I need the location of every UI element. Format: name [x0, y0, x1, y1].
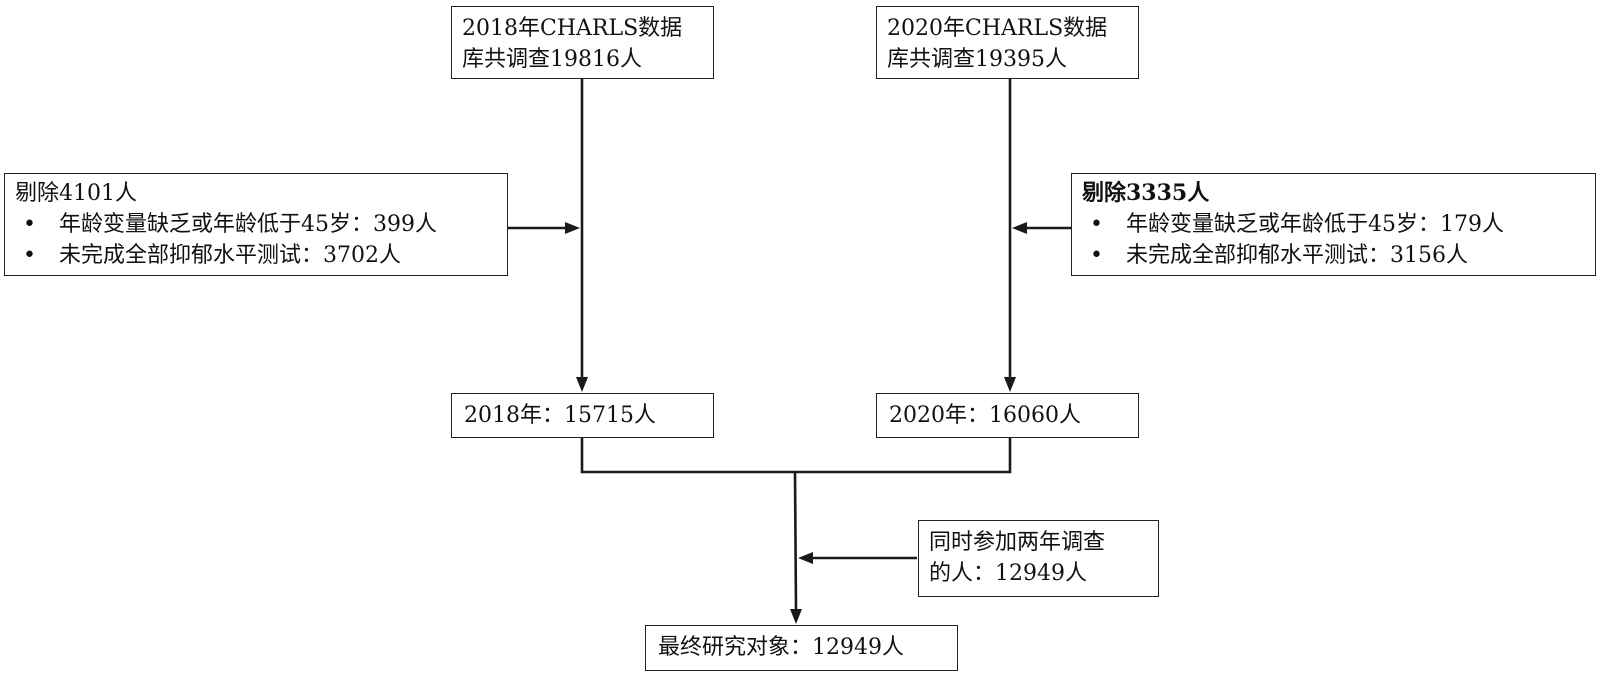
exclude-2020-item: • 年龄变量缺乏或年龄低于45岁：179人 — [1082, 209, 1585, 240]
arrowhead-final-down — [790, 609, 802, 624]
source-2020-box: 2020年CHARLS数据 库共调查19395人 — [876, 6, 1139, 79]
both-years-box: 同时参加两年调查 的人：12949人 — [918, 520, 1159, 597]
exclude-2018-item: • 年龄变量缺乏或年龄低于45岁：399人 — [15, 209, 497, 240]
source-2018-box: 2018年CHARLS数据 库共调查19816人 — [451, 6, 714, 79]
remain-2018-text: 2018年：15715人 — [464, 403, 656, 428]
arrowhead-2018-down — [576, 377, 588, 392]
exclude-2018-item-text: 未完成全部抑郁水平测试：3702人 — [59, 243, 401, 268]
source-2018-line2: 库共调查19816人 — [462, 47, 642, 72]
exclude-2020-item-text: 年龄变量缺乏或年龄低于45岁：179人 — [1126, 212, 1504, 237]
exclude-2018-item: • 未完成全部抑郁水平测试：3702人 — [15, 240, 497, 271]
exclude-2020-item: • 未完成全部抑郁水平测试：3156人 — [1082, 240, 1585, 271]
exclude-2018-item-text: 年龄变量缺乏或年龄低于45岁：399人 — [59, 212, 437, 237]
both-years-line2: 的人：12949人 — [929, 561, 1087, 586]
arrowhead-exclude-2020 — [1012, 222, 1027, 234]
exclude-2018-box: 剔除4101人 • 年龄变量缺乏或年龄低于45岁：399人 • 未完成全部抑郁水… — [4, 173, 508, 276]
remain-2020-box: 2020年：16060人 — [876, 393, 1139, 438]
arrowhead-exclude-2018 — [565, 222, 580, 234]
both-years-line1: 同时参加两年调查 — [929, 530, 1106, 555]
arrowhead-both — [798, 552, 813, 564]
exclude-2020-box: 剔除3335人 • 年龄变量缺乏或年龄低于45岁：179人 • 未完成全部抑郁水… — [1071, 173, 1596, 276]
remain-2018-box: 2018年：15715人 — [451, 393, 714, 438]
bullet-icon: • — [1090, 212, 1103, 237]
arrowhead-2020-down — [1004, 377, 1016, 392]
bullet-icon: • — [23, 212, 36, 237]
final-text: 最终研究对象：12949人 — [658, 635, 904, 660]
remain-2020-text: 2020年：16060人 — [889, 403, 1081, 428]
connector-final-down — [793, 471, 798, 611]
bullet-icon: • — [23, 243, 36, 268]
connector-merge — [580, 437, 1012, 474]
source-2018-line1: 2018年CHARLS数据 — [462, 16, 683, 41]
exclude-2018-title: 剔除4101人 — [15, 181, 137, 206]
exclude-2020-title: 剔除3335人 — [1082, 180, 1210, 206]
source-2020-line2: 库共调查19395人 — [887, 47, 1067, 72]
source-2020-line1: 2020年CHARLS数据 — [887, 16, 1108, 41]
exclude-2020-item-text: 未完成全部抑郁水平测试：3156人 — [1126, 243, 1468, 268]
final-box: 最终研究对象：12949人 — [645, 625, 958, 671]
bullet-icon: • — [1090, 243, 1103, 268]
